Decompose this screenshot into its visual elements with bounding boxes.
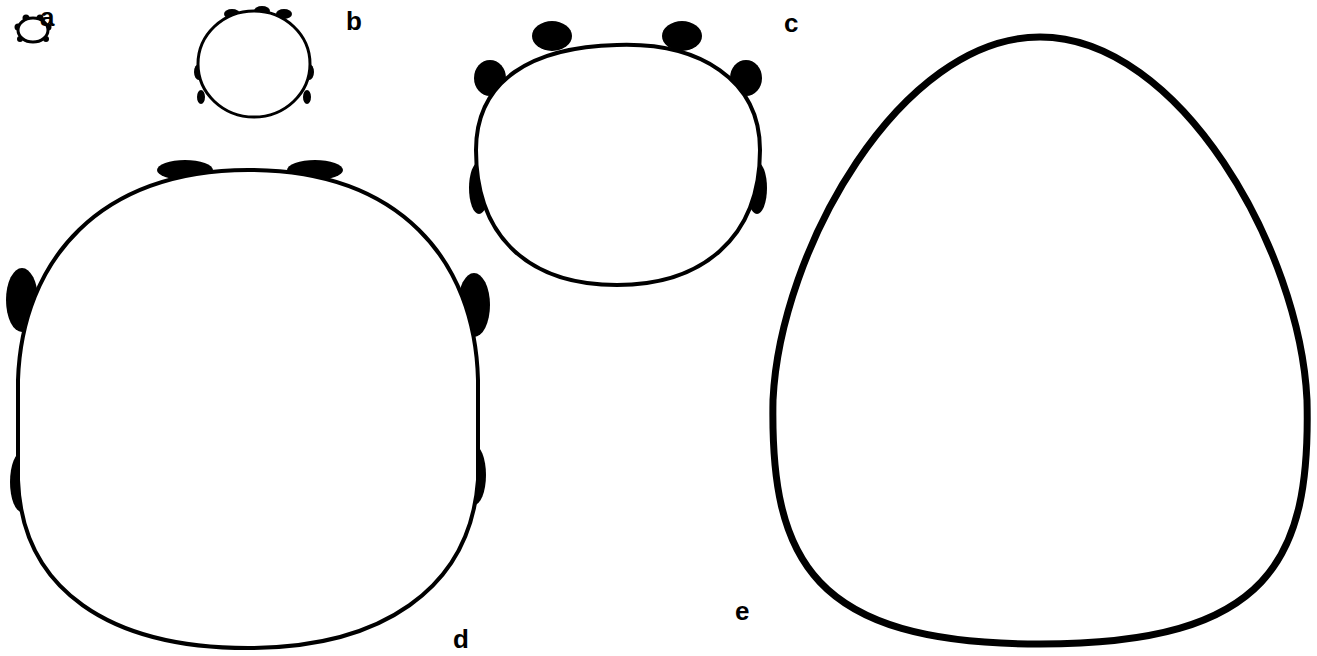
section-c [469, 21, 767, 285]
panel-letter: e [735, 598, 749, 624]
section-e [773, 37, 1307, 644]
panel-letter: b [346, 8, 362, 34]
section-b [194, 6, 314, 117]
panel-letter: c [784, 10, 798, 36]
section-d [6, 160, 490, 648]
panel-letter: d [453, 626, 469, 652]
panel-letter: a [40, 4, 54, 30]
